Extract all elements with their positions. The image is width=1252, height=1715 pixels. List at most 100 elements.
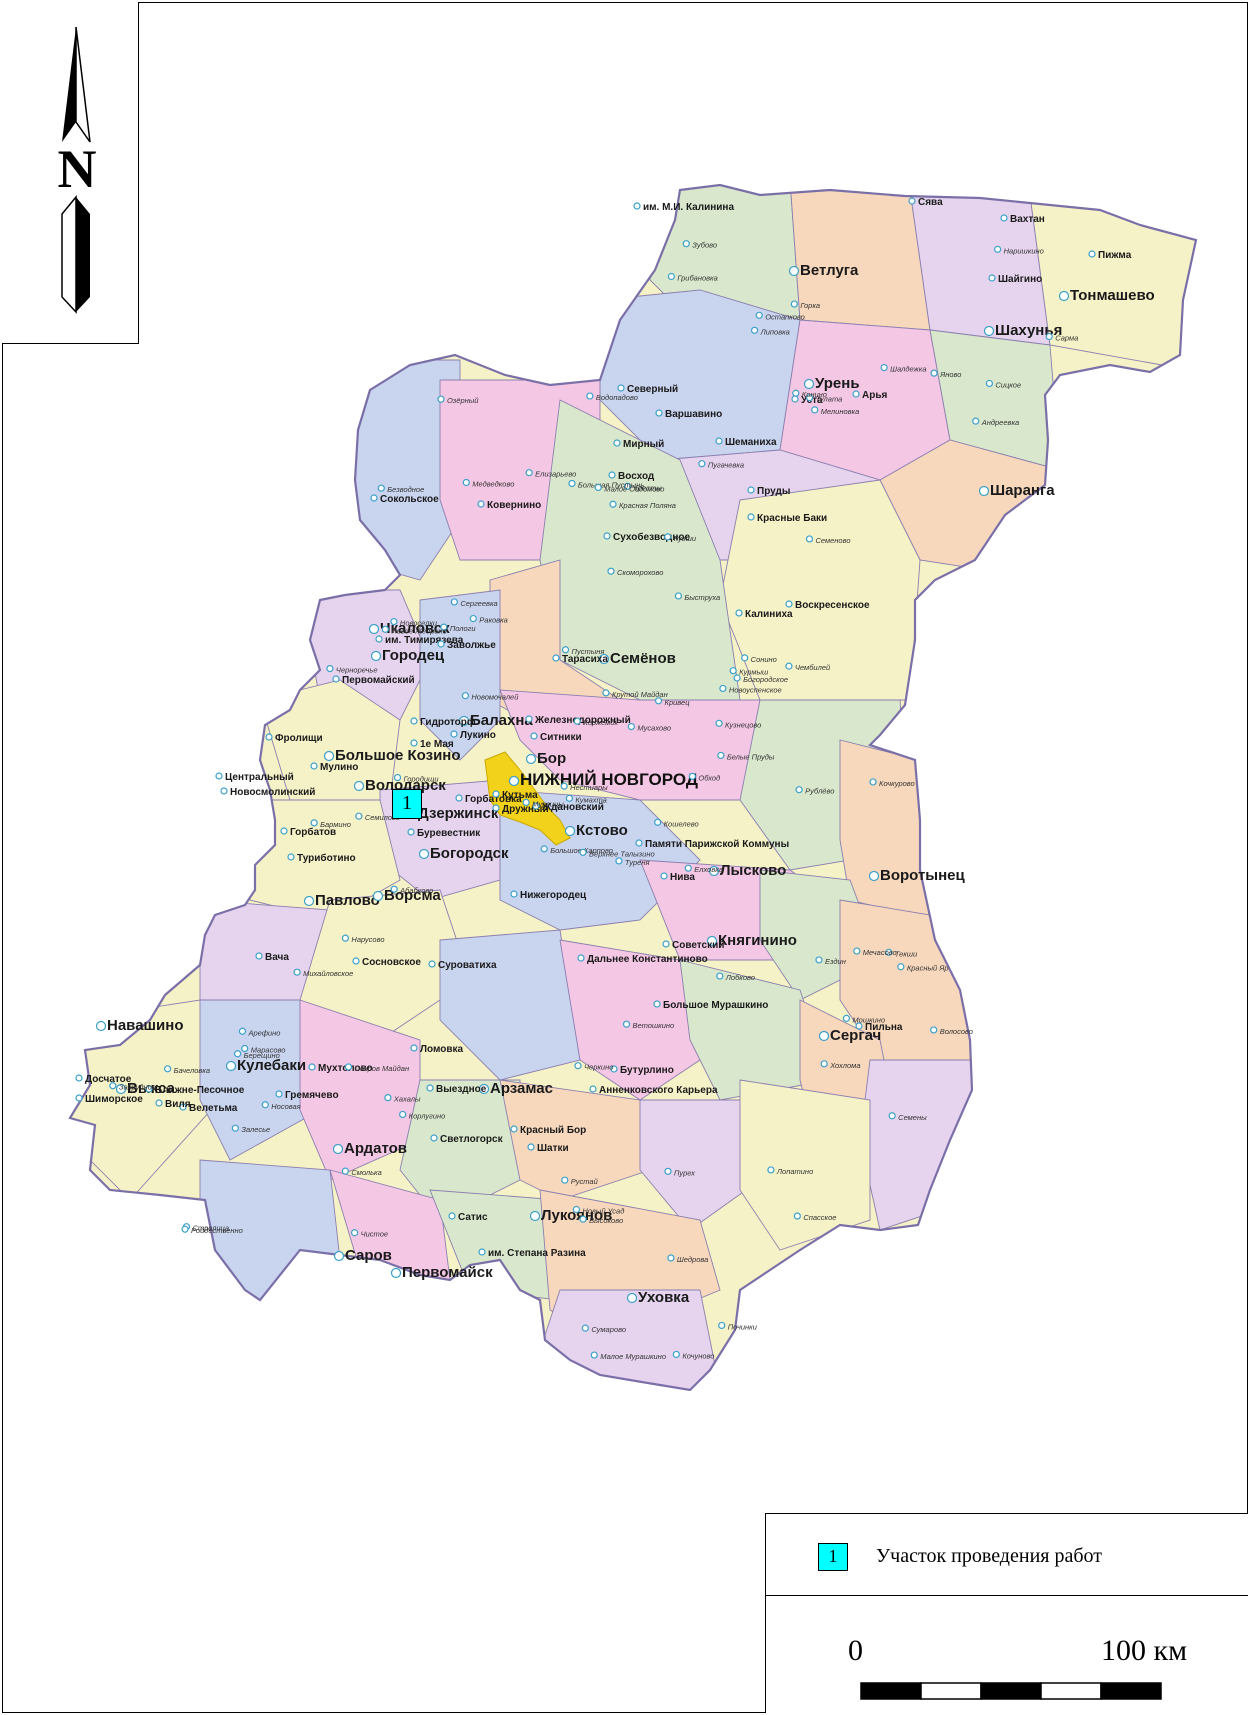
- settlement-dot: [477, 500, 485, 508]
- settlement-dot: [280, 827, 288, 835]
- settlement-dot: [458, 715, 470, 727]
- village-label: Кресты: [633, 483, 662, 492]
- settlement-dot: [842, 1014, 851, 1022]
- town-label: Горбатовка: [465, 793, 522, 805]
- legend-entry: 1 Участок проведения работ: [766, 1514, 1248, 1596]
- settlement-dot: [508, 775, 520, 787]
- town-label: Ситники: [540, 732, 582, 743]
- village-label: Спасское: [803, 1213, 836, 1222]
- settlement-dot: [428, 960, 436, 968]
- settlement-dot: [688, 772, 697, 780]
- settlement-dot: [410, 1044, 418, 1052]
- settlement-dot: [598, 653, 610, 665]
- settlement-dot: [755, 311, 763, 319]
- village-label: Новоуспенское: [729, 685, 782, 694]
- settlement-dot: [654, 697, 663, 705]
- village-label: Липовка: [760, 327, 790, 336]
- settlement-dot: [885, 948, 893, 956]
- scale-segment: [1040, 1682, 1102, 1700]
- village-label: Новый Усад: [582, 1206, 624, 1215]
- village-label: Пологи: [450, 624, 477, 633]
- district-area: [559, 939, 701, 1101]
- settlement-dot: [525, 753, 537, 765]
- settlement-dot: [287, 853, 295, 861]
- village-label: Городищи: [404, 775, 440, 784]
- village-label: Кумахта: [575, 795, 606, 804]
- legend-label: Участок проведения работ: [876, 1545, 1102, 1567]
- village-label: Тулата: [816, 395, 843, 404]
- town-label: Тарасиха: [562, 654, 608, 665]
- village-label: Мелиновка: [821, 407, 860, 416]
- village-label: Черкино: [584, 1063, 613, 1072]
- scale-segment: [980, 1682, 1042, 1700]
- settlement-dot: [667, 272, 675, 281]
- settlement-dot: [594, 483, 602, 492]
- city-label: Ветлуга: [800, 262, 859, 279]
- town-label: Восход: [618, 471, 655, 482]
- town-label: Арья: [862, 390, 887, 401]
- village-label: Лопатино: [776, 1167, 813, 1176]
- town-label: Мирный: [623, 439, 664, 450]
- settlement-dot: [552, 654, 560, 662]
- village-label: Сонино: [751, 655, 777, 664]
- city-label: Сергач: [830, 1027, 881, 1044]
- settlement-dot: [1000, 214, 1008, 222]
- study-site-marker: 1: [392, 789, 422, 819]
- settlement-dot: [988, 274, 996, 282]
- settlement-dot: [530, 732, 538, 740]
- village-label: Берещино: [244, 1051, 280, 1060]
- town-label: Железнодорожный: [534, 715, 631, 726]
- village-label: Мурзицы: [532, 799, 564, 808]
- settlement-dot: [972, 417, 980, 425]
- town-label: Ковернино: [487, 500, 541, 511]
- village-label: Скоморохово: [617, 568, 663, 577]
- settlement-dot: [579, 1215, 587, 1223]
- town-label: Сява: [918, 197, 943, 208]
- village-label: Красная Поляна: [619, 501, 676, 510]
- city-label: Тонмашево: [1070, 287, 1155, 304]
- village-label: Ройдественно: [191, 1226, 243, 1235]
- city-label: Первомайск: [402, 1264, 493, 1281]
- settlement-dot: [561, 1176, 569, 1184]
- settlement-dot: [853, 947, 861, 955]
- settlement-dot: [384, 1094, 392, 1102]
- settlement-dot: [627, 723, 635, 731]
- settlement-dot: [352, 957, 360, 965]
- town-label: Гидроторф: [420, 716, 476, 728]
- village-label: Шедрова: [677, 1255, 708, 1264]
- settlement-dot: [261, 1101, 269, 1109]
- settlement-dot: [492, 790, 500, 798]
- settlement-dot: [344, 1063, 353, 1071]
- settlement-dot: [664, 533, 672, 541]
- settlement-dot: [633, 202, 641, 210]
- region-boundary: [68, 183, 1198, 1392]
- village-label: Елизарьево: [535, 470, 576, 479]
- north-arrow-panel: N: [2, 2, 139, 344]
- town-label: Кутьма: [502, 790, 538, 801]
- town-label: Анненковского Карьера: [599, 1085, 718, 1096]
- village-label: Наришкино: [1004, 246, 1044, 255]
- settlement-dot: [332, 1143, 344, 1155]
- settlement-dot: [719, 684, 727, 693]
- settlement-dot: [390, 885, 398, 893]
- village-label: Бармино: [320, 820, 351, 829]
- settlement-dot: [698, 460, 706, 468]
- settlement-dot: [579, 848, 587, 856]
- settlement-dot: [573, 717, 581, 725]
- settlement-dot: [381, 625, 389, 633]
- settlement-dot: [635, 839, 643, 847]
- town-label: Красные Баки: [757, 513, 827, 524]
- settlement-dot: [448, 1212, 456, 1220]
- settlement-dot: [785, 600, 793, 608]
- settlement-dot: [399, 1110, 407, 1119]
- settlement-dot: [238, 1027, 247, 1035]
- city-label: Володарск: [365, 777, 446, 794]
- settlement-dot: [145, 1085, 153, 1093]
- village-label: Водопадово: [596, 393, 638, 402]
- city-label: Арзамас: [490, 1080, 553, 1097]
- settlement-dot: [653, 1000, 661, 1008]
- village-label: Раковка: [479, 616, 508, 625]
- village-label: Кочуново: [682, 1351, 714, 1360]
- village-label: Верхнее Талызино: [589, 849, 655, 858]
- city-label: Павлово: [315, 892, 380, 909]
